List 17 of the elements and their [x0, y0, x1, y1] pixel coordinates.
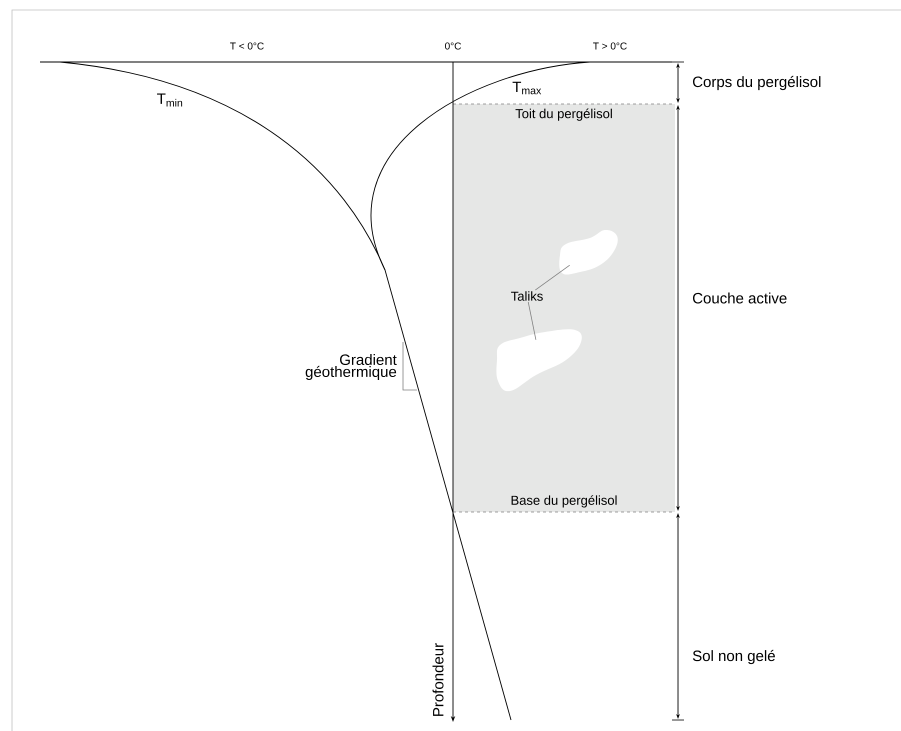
axis-label: 0°C — [445, 42, 462, 50]
zone-label: Sol non gelé — [692, 650, 775, 664]
node-label: Taliks — [511, 291, 543, 301]
axis-label: T > 0°C — [593, 42, 627, 50]
slope-label: Gradient géothermique — [306, 354, 397, 380]
curve-label: T$_{max}$ — [512, 82, 542, 94]
zone-label: Corps du pergélisol — [692, 76, 820, 90]
axis-label: Profondeur — [432, 643, 444, 716]
talik-blob — [559, 230, 618, 275]
axis-label: T < 0°C — [230, 42, 264, 50]
leader-line — [534, 264, 570, 290]
talik-blob — [496, 329, 582, 392]
node-label: Toit du pergélisol — [516, 108, 612, 121]
zone-label: Couche active — [692, 292, 787, 304]
curve-label: T$_{min}$ — [157, 94, 182, 106]
node-label: Base du pergélisol — [512, 495, 617, 508]
leader-line — [528, 302, 536, 340]
